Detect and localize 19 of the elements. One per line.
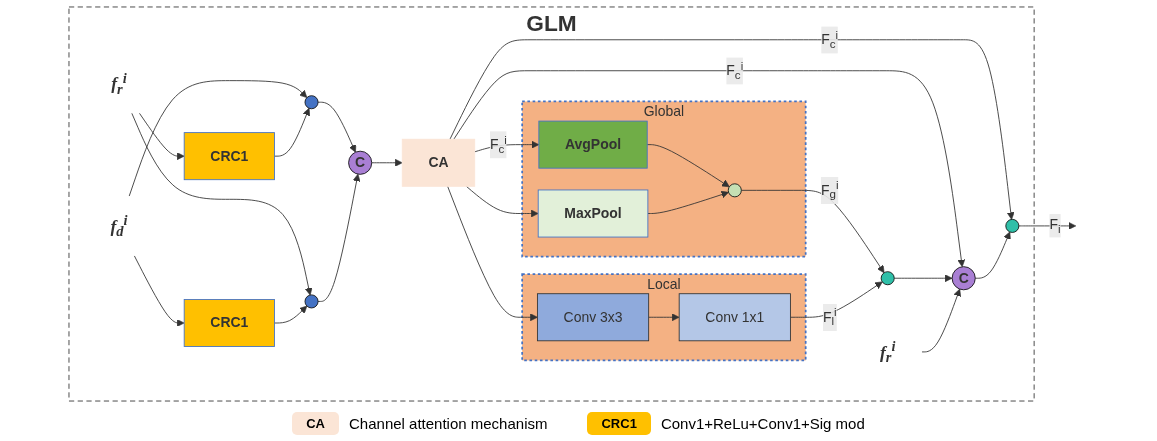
edge-label: F$_{i}$ xyxy=(1048,216,1061,236)
node-box: CRC1 xyxy=(183,132,275,181)
node-circle xyxy=(880,271,895,286)
node-box: CRC1 xyxy=(183,299,275,347)
node-circle xyxy=(1004,218,1019,233)
node-box: Conv 1x1 xyxy=(678,293,791,342)
node-box: AvgPool xyxy=(538,120,648,169)
legend-swatch: CRC1 xyxy=(587,412,651,435)
node-circle: C xyxy=(347,150,372,175)
legend-text: Channel attention mechanism xyxy=(349,415,548,432)
legend-swatch: CA xyxy=(292,412,339,435)
node-circle: C xyxy=(951,266,976,291)
node-circle xyxy=(727,183,742,198)
node-box: MaxPool xyxy=(537,189,648,238)
node-box: Conv 3x3 xyxy=(536,293,649,342)
node-circle xyxy=(304,294,319,309)
node-circle xyxy=(304,95,319,110)
node-box: CA xyxy=(401,138,475,187)
legend-text: Conv1+ReLu+Conv1+Sig mod xyxy=(660,415,865,432)
